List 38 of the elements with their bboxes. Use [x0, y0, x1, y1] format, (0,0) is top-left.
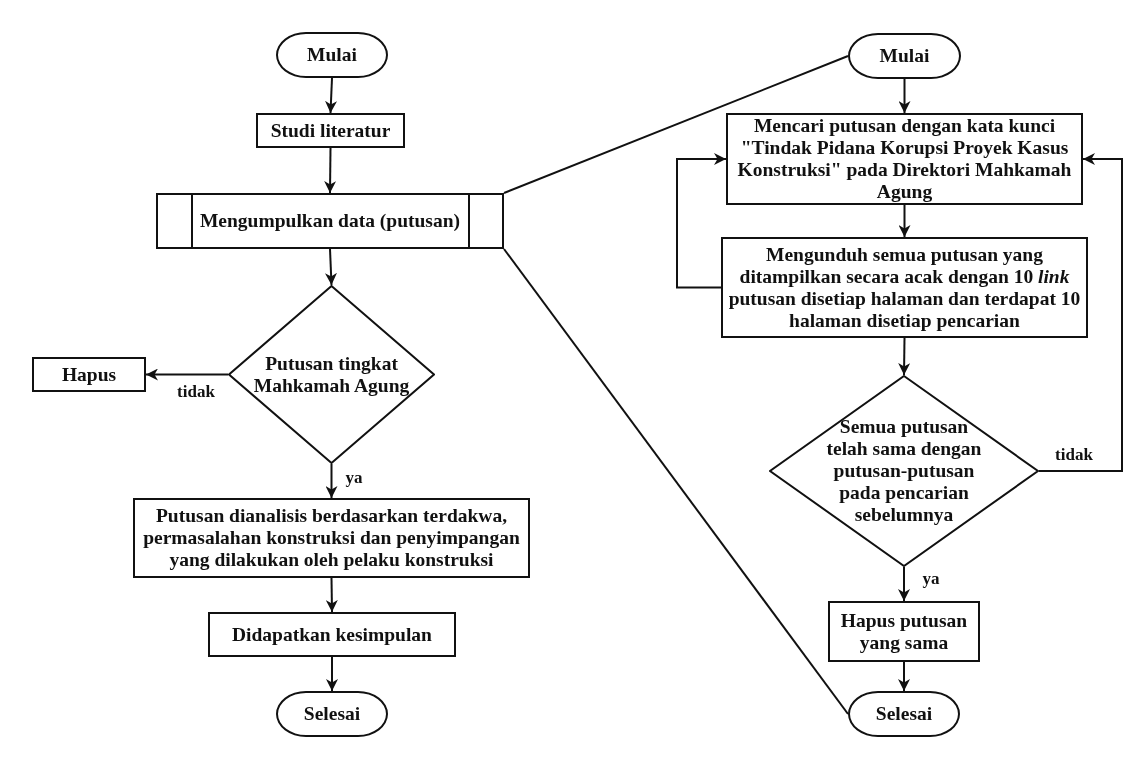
arrow	[898, 337, 911, 376]
terminator-text: Selesai	[875, 703, 933, 725]
arrow	[898, 204, 911, 238]
connector-line	[503, 55, 849, 194]
connector-line	[503, 248, 849, 715]
arrow	[676, 153, 727, 289]
process-box	[256, 113, 405, 148]
predefined-process-box	[156, 193, 504, 249]
process-box	[208, 612, 456, 657]
step-text: Mencari putusan dengan kata kunci "Tindak Pidana Korupsi Proyek Kasus Konstruksi" pada Direktori Mahkamah Agung	[736, 115, 1073, 203]
arrow	[1038, 153, 1123, 472]
step-text: Hapus putusan yang sama	[839, 609, 969, 654]
process-box	[133, 498, 530, 578]
terminator-text: Mulai	[879, 45, 930, 67]
step-text: Mengumpulkan data (putusan)	[198, 210, 462, 232]
decision-text: Semua putusan telah sama dengan putusan-putusan pada pencarian sebelumnya	[825, 416, 983, 526]
decision-diamond	[769, 375, 1039, 567]
arrow	[898, 661, 910, 692]
arrow	[898, 566, 910, 602]
arrow	[325, 77, 337, 114]
arrow	[898, 78, 911, 114]
arrow	[325, 248, 337, 286]
terminator-text: Mulai	[307, 44, 357, 66]
arrow	[326, 656, 338, 692]
arrow	[145, 368, 229, 381]
arrow	[324, 147, 337, 194]
step-text: Mengunduh semua putusan yang ditampilkan secara acak dengan 10 link putusan disetiap halaman dan terdapat 10 halaman disetiap pencarian	[727, 243, 1082, 332]
step-text: Studi literatur	[269, 119, 392, 142]
decision-diamond	[228, 285, 435, 464]
decision-text: Putusan tingkat Mahkamah Agung	[252, 352, 411, 397]
step-text: Didapatkan kesimpulan	[231, 623, 433, 646]
step-text: Hapus	[60, 363, 118, 386]
arrow	[325, 463, 338, 499]
process-box	[828, 601, 980, 662]
step-text: Putusan dianalisis berdasarkan terdakwa, permasalahan konstruksi dan penyimpangan yang dilakukan oleh pelaku konstruksi	[142, 505, 521, 571]
terminator-text: Selesai	[303, 703, 361, 725]
process-box	[32, 357, 146, 392]
arrow	[325, 577, 338, 613]
